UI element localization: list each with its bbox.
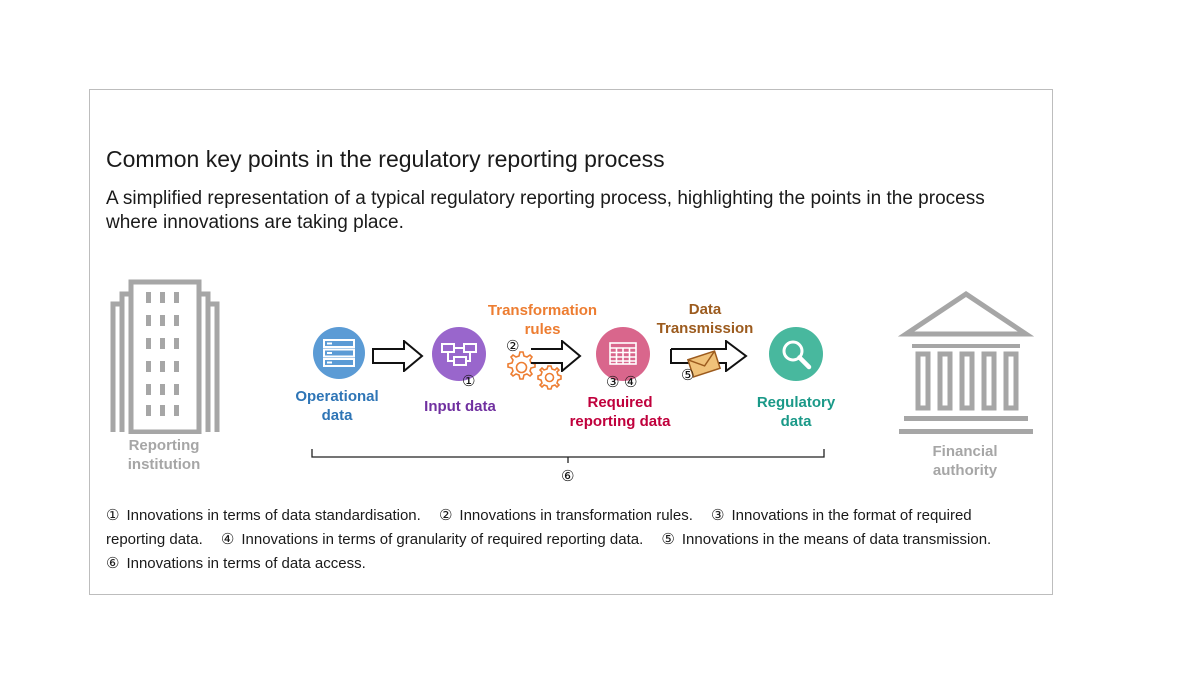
figure-title: Common key points in the regulatory repo… — [106, 146, 665, 172]
figure-frame — [89, 89, 1053, 595]
regulatory-data-label: Regulatory data — [756, 394, 836, 430]
operational-data-label: Operational data — [295, 388, 379, 424]
magnifier-icon — [768, 326, 824, 387]
required-reporting-data-label: Required reporting data — [569, 394, 671, 430]
data-transmission-label: Data Transmission — [656, 301, 754, 337]
envelope-icon — [684, 350, 724, 383]
reporting-institution-label: Reporting institution — [127, 437, 201, 473]
financial-authority-label: Financial authority — [932, 443, 998, 479]
arrow-right-icon — [670, 339, 750, 377]
arrow-right-icon — [530, 338, 582, 377]
input-data-label: Input data — [424, 398, 496, 415]
marker-2: ② — [506, 338, 520, 355]
process-bracket — [310, 448, 826, 469]
gears-icon — [498, 348, 570, 395]
spreadsheet-icon — [595, 326, 651, 387]
data-flow-icon — [431, 326, 487, 387]
marker-1: ① — [462, 373, 476, 390]
figure-subtitle: A simplified representation of a typical… — [106, 188, 985, 233]
transformation-rules-label: Transformation rules — [487, 302, 598, 338]
marker-3: ③ — [606, 374, 620, 391]
marker-6: ⑥ — [561, 468, 575, 485]
server-rack-icon — [312, 326, 366, 385]
marker-5: ⑤ — [681, 367, 695, 384]
marker-4: ④ — [624, 374, 638, 391]
office-building-icon — [108, 276, 222, 439]
arrow-right-icon — [372, 338, 424, 377]
government-building-icon — [897, 290, 1035, 445]
